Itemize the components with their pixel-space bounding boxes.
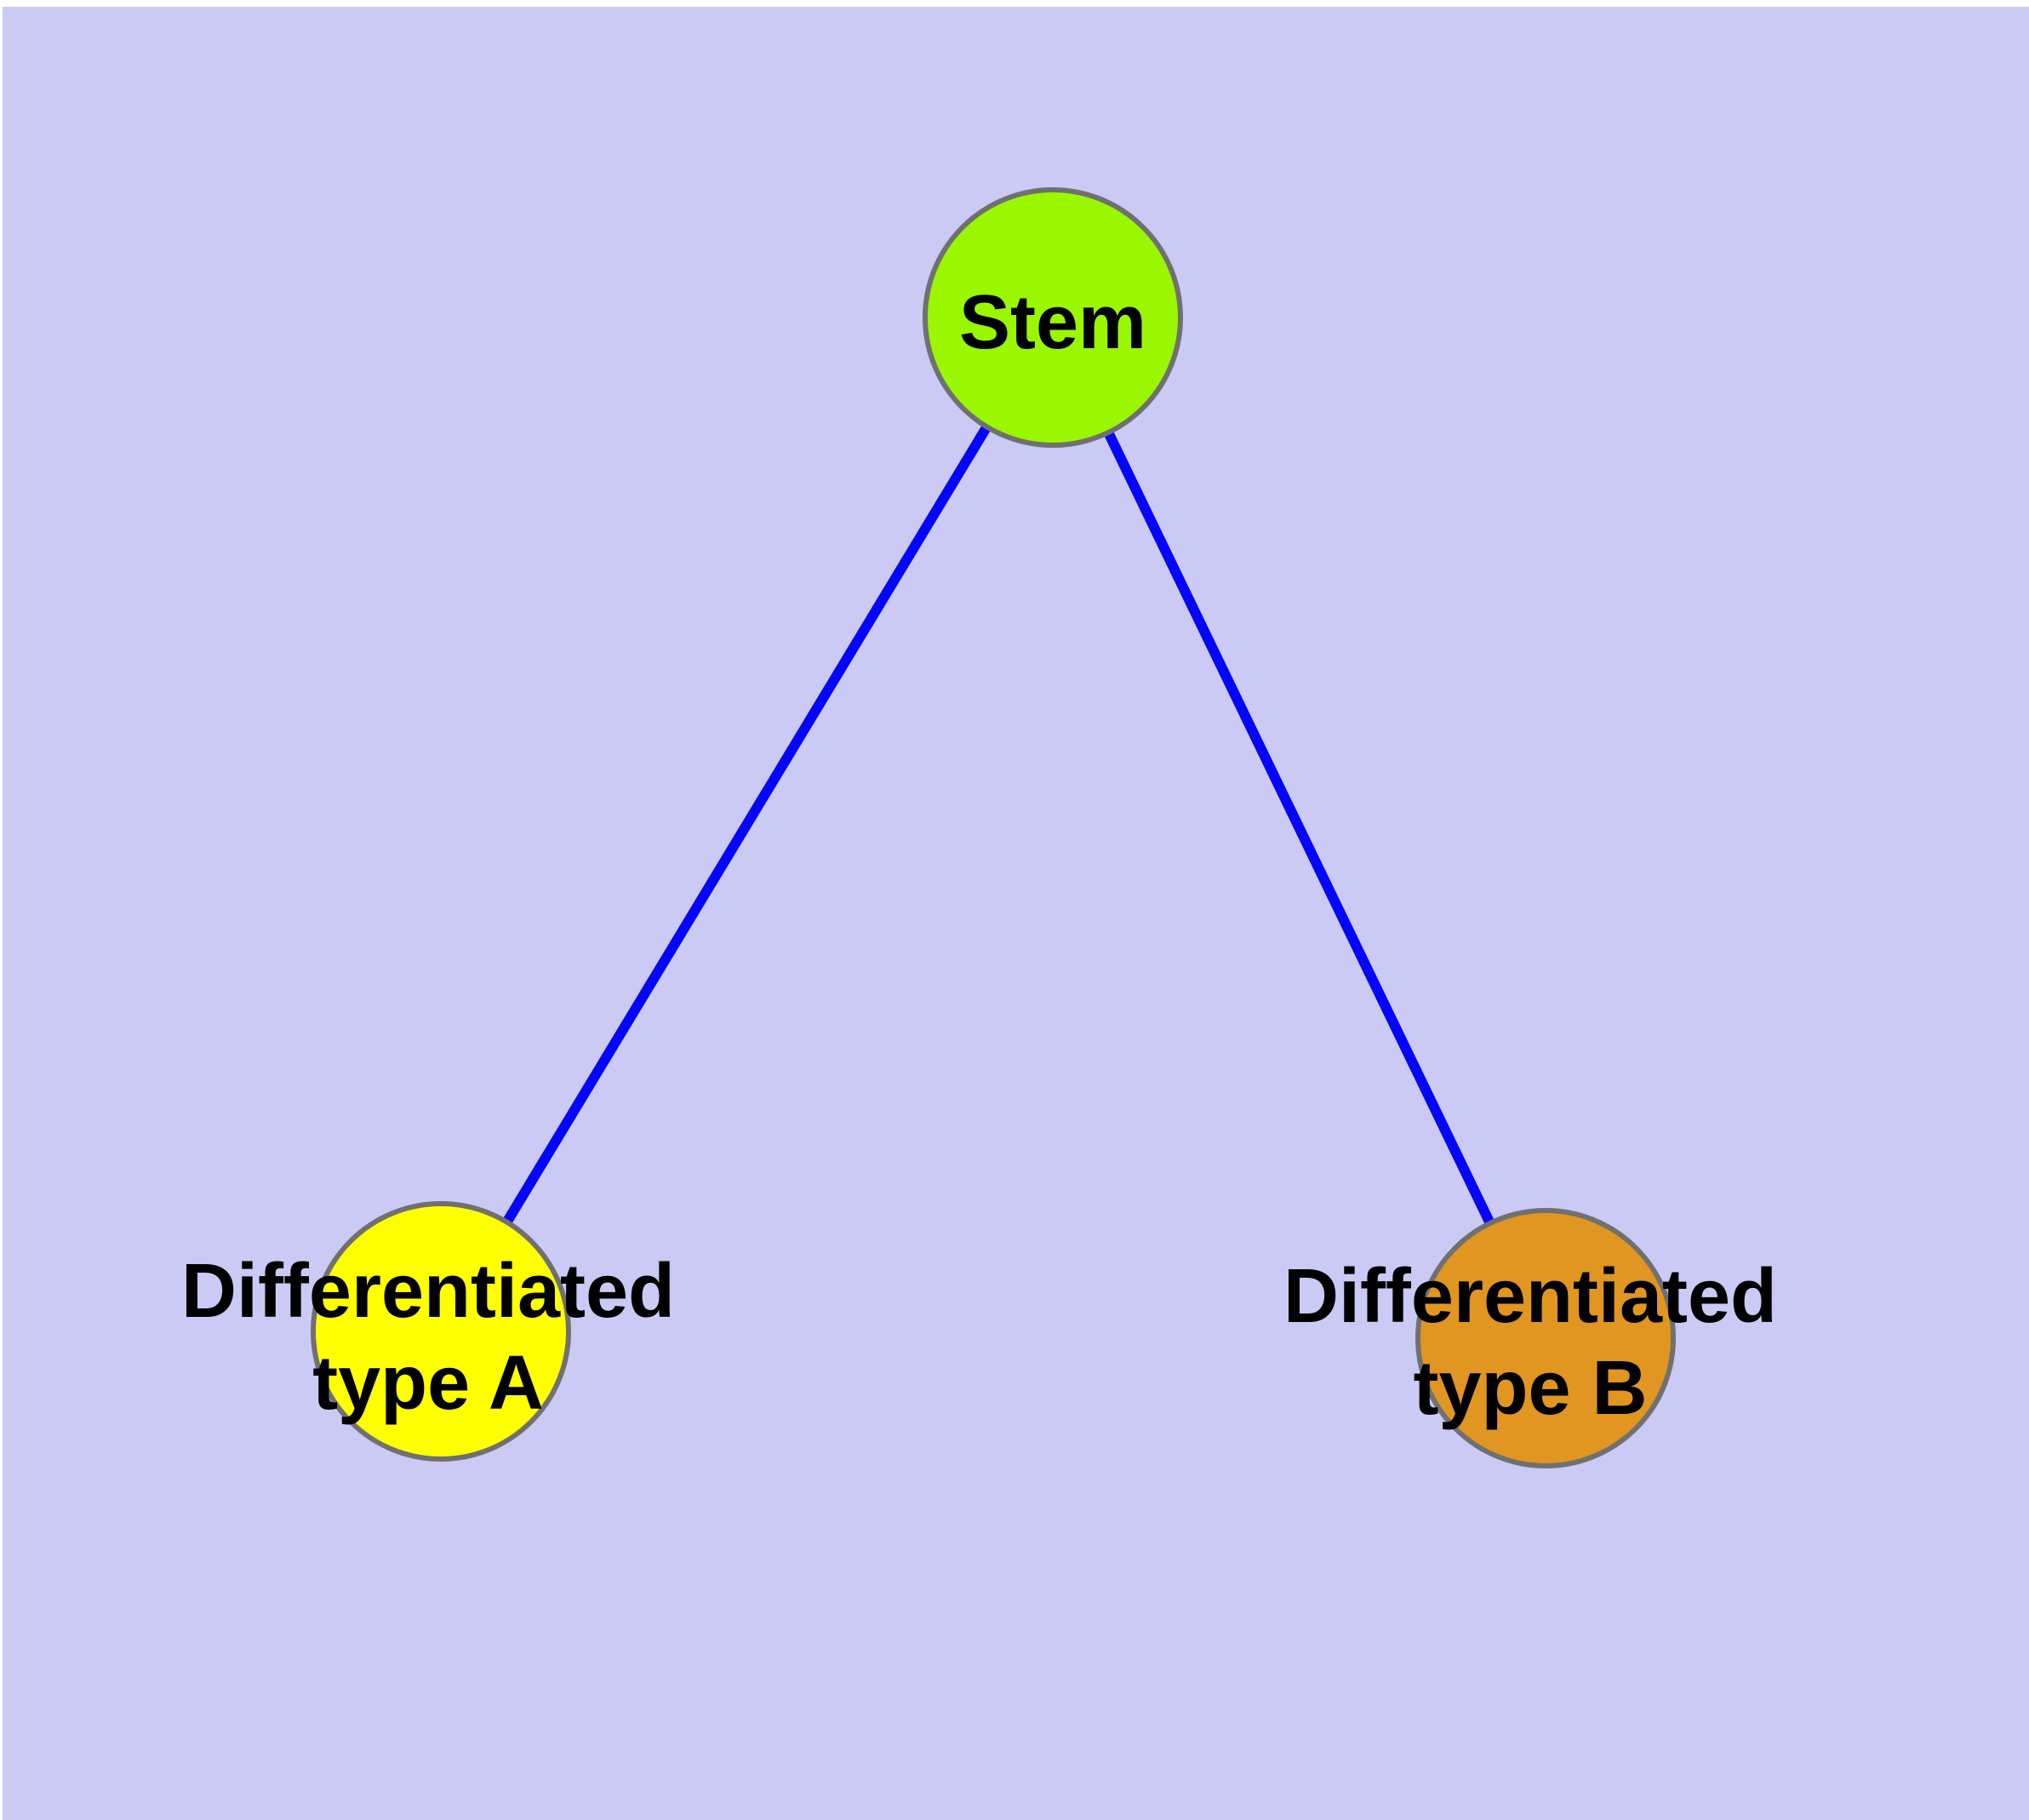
node-type-a-label-line2: type A xyxy=(312,1341,544,1426)
node-differentiated-type-b: Differentiated type B xyxy=(1283,1208,1777,1468)
node-stem: Stem xyxy=(923,187,1183,448)
edge-stem-to-type-a xyxy=(436,314,1058,1335)
node-differentiated-type-a: Differentiated type A xyxy=(181,1201,675,1462)
edge-stem-to-type-b xyxy=(1048,315,1551,1341)
node-type-b-circle xyxy=(1415,1208,1676,1468)
node-stem-label: Stem xyxy=(959,280,1146,365)
node-type-b-label-line2: type B xyxy=(1413,1346,1647,1431)
node-type-b-label-line1: Differentiated xyxy=(1283,1254,1777,1339)
node-type-a-circle xyxy=(311,1201,571,1462)
node-stem-circle xyxy=(923,187,1183,448)
edge-group xyxy=(436,314,1551,1341)
node-type-a-label-line1: Differentiated xyxy=(181,1249,675,1334)
